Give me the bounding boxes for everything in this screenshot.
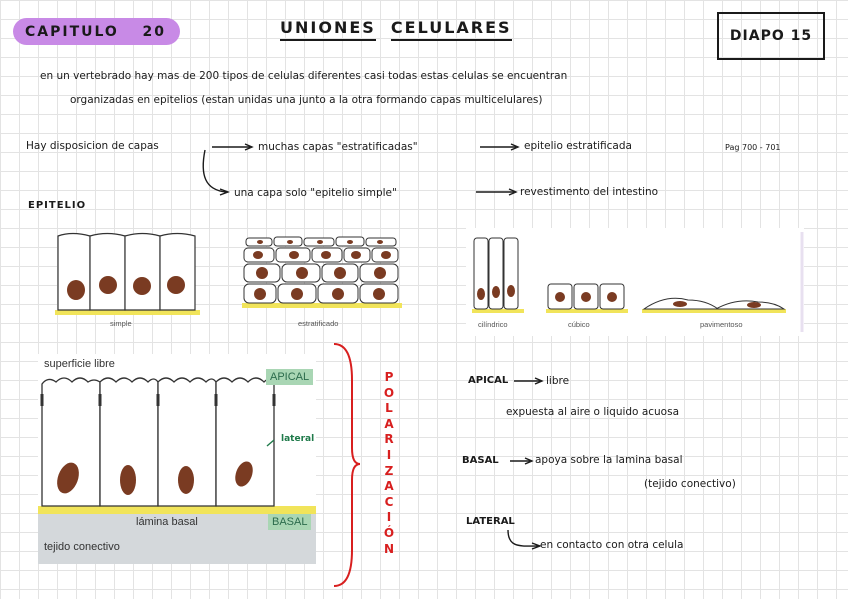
stratified-epithelium-figure [242,236,402,308]
note-lateral-def: en contacto con otra celula [540,539,684,551]
layers-branch2-b: revestimento del intestino [520,186,659,198]
note-arrows [507,377,544,550]
simple-cell [89,232,126,311]
chapter-number: 20 [142,23,166,40]
note-basal-def: apoya sobre la lamina basal [535,454,683,466]
polar-letter: L [385,401,393,416]
layers-branch1-b: epitelio estratificada [524,140,632,152]
layers-lead: Hay disposicion de capas [26,140,159,152]
caption-cubico: cúbico [568,320,590,329]
stratified-basal-lamina [242,303,402,308]
basal-lamina-band [38,506,316,514]
nucleus [235,461,253,487]
tejido-label: tejido conectivo [44,541,120,553]
lamina-basal-label: lámina basal [136,516,198,528]
nucleus [133,277,151,295]
simple-cell [124,232,161,311]
polar-cell [41,377,101,507]
basal-tag: BASAL [268,514,312,530]
polar-letter: A [384,479,394,494]
polarization-brace [333,343,361,587]
polarization-cells-figure [38,377,316,564]
note-apical-def: libre [546,375,570,387]
title-word-1: UNIONES [280,18,376,41]
note-basal-desc: (tejido conectivo) [644,478,736,490]
nucleus [167,276,185,294]
nucleus [67,280,85,300]
note-lateral-term: LATERAL [466,516,515,527]
polar-cell [99,377,159,507]
page-reference: Pag 700 - 701 [725,143,781,152]
slide-number-box: DIAPO 15 [717,12,825,60]
caption-estratificado: estratificado [298,319,339,328]
layer-arrows [202,143,520,196]
nucleus [99,276,117,294]
chapter-badge: CAPITULO 20 [13,18,180,45]
superficie-label: superficie libre [44,358,115,370]
polar-letter: A [384,416,394,431]
polar-letter: Ó [383,525,395,540]
caption-cilindrico: cilíndrico [478,320,508,329]
layers-branch2-a: una capa solo "epitelio simple" [234,187,397,199]
simple-cell [159,232,196,311]
nucleus [178,466,194,494]
polar-letter: P [384,370,394,384]
simple-epithelium-figure [55,232,200,315]
epitelio-label: EPITELIO [28,200,87,211]
polar-letter: O [383,385,395,400]
layers-branch1-a: muchas capas "estratificadas" [258,141,418,153]
simple-basal-lamina [55,310,200,315]
polarizacion-word: P O L A R I Z A C I Ó N [381,370,397,557]
lateral-tag: lateral [281,434,315,444]
polar-letter: Z [384,463,394,478]
note-basal-term: BASAL [462,455,499,466]
nucleus [120,465,136,495]
title-word-2: CELULARES [390,18,512,41]
polar-letter: I [386,447,392,462]
apical-tag: APICAL [266,369,314,385]
epithelium-shapes-figure [472,232,804,332]
polar-letter: R [384,432,394,447]
caption-pavimentoso: pavimentoso [700,320,743,329]
polar-letter: I [386,510,392,525]
polar-letter: C [384,494,394,509]
nucleus [57,462,79,494]
polar-letter: N [383,541,395,556]
intro-line-2: organizadas en epitelios (estan unidas u… [70,94,543,106]
note-apical-term: APICAL [468,375,509,386]
polar-cell [157,377,217,507]
page-title: UNIONES CELULARES [280,18,512,41]
note-apical-desc: expuesta al aire o liquido acuosa [506,406,680,418]
slide-label: DIAPO 15 [729,28,813,44]
chapter-label: CAPITULO [25,23,119,40]
caption-simple: simple [110,319,132,328]
intro-line-1: en un vertebrado hay mas de 200 tipos de… [40,70,568,82]
epithelium-shapes-panel [466,228,804,336]
